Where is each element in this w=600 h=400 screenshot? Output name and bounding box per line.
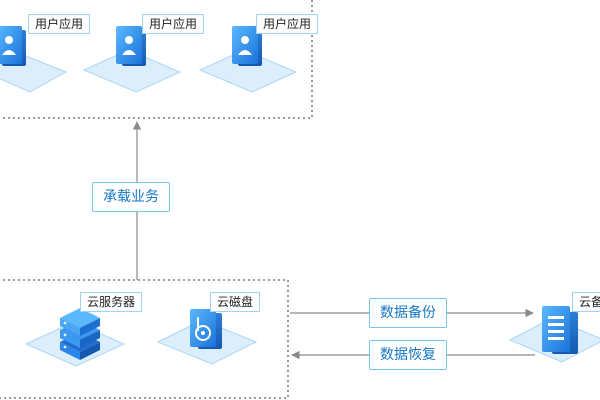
cloud-service-group-box: [0, 279, 289, 399]
user-app-icon-1: [0, 26, 68, 93]
data-restore-label: 数据恢复: [369, 340, 447, 370]
cloud-backup-label: 云备: [572, 292, 600, 312]
user-app-icon-2: [82, 26, 182, 93]
data-backup-label: 数据备份: [369, 298, 447, 328]
disk-icon: [156, 309, 258, 365]
user-app-icon-3: [198, 26, 298, 93]
user-app-label-1: 用户应用: [28, 14, 91, 34]
user-app-label-2: 用户应用: [142, 14, 205, 34]
cloud-server-label: 云服务器: [80, 292, 143, 312]
server-stack-icon: [24, 308, 126, 367]
user-app-label-3: 用户应用: [256, 14, 319, 34]
cloud-disk-label: 云磁盘: [210, 292, 261, 312]
carry-business-label: 承载业务: [92, 182, 170, 212]
backup-icon: [508, 306, 600, 363]
